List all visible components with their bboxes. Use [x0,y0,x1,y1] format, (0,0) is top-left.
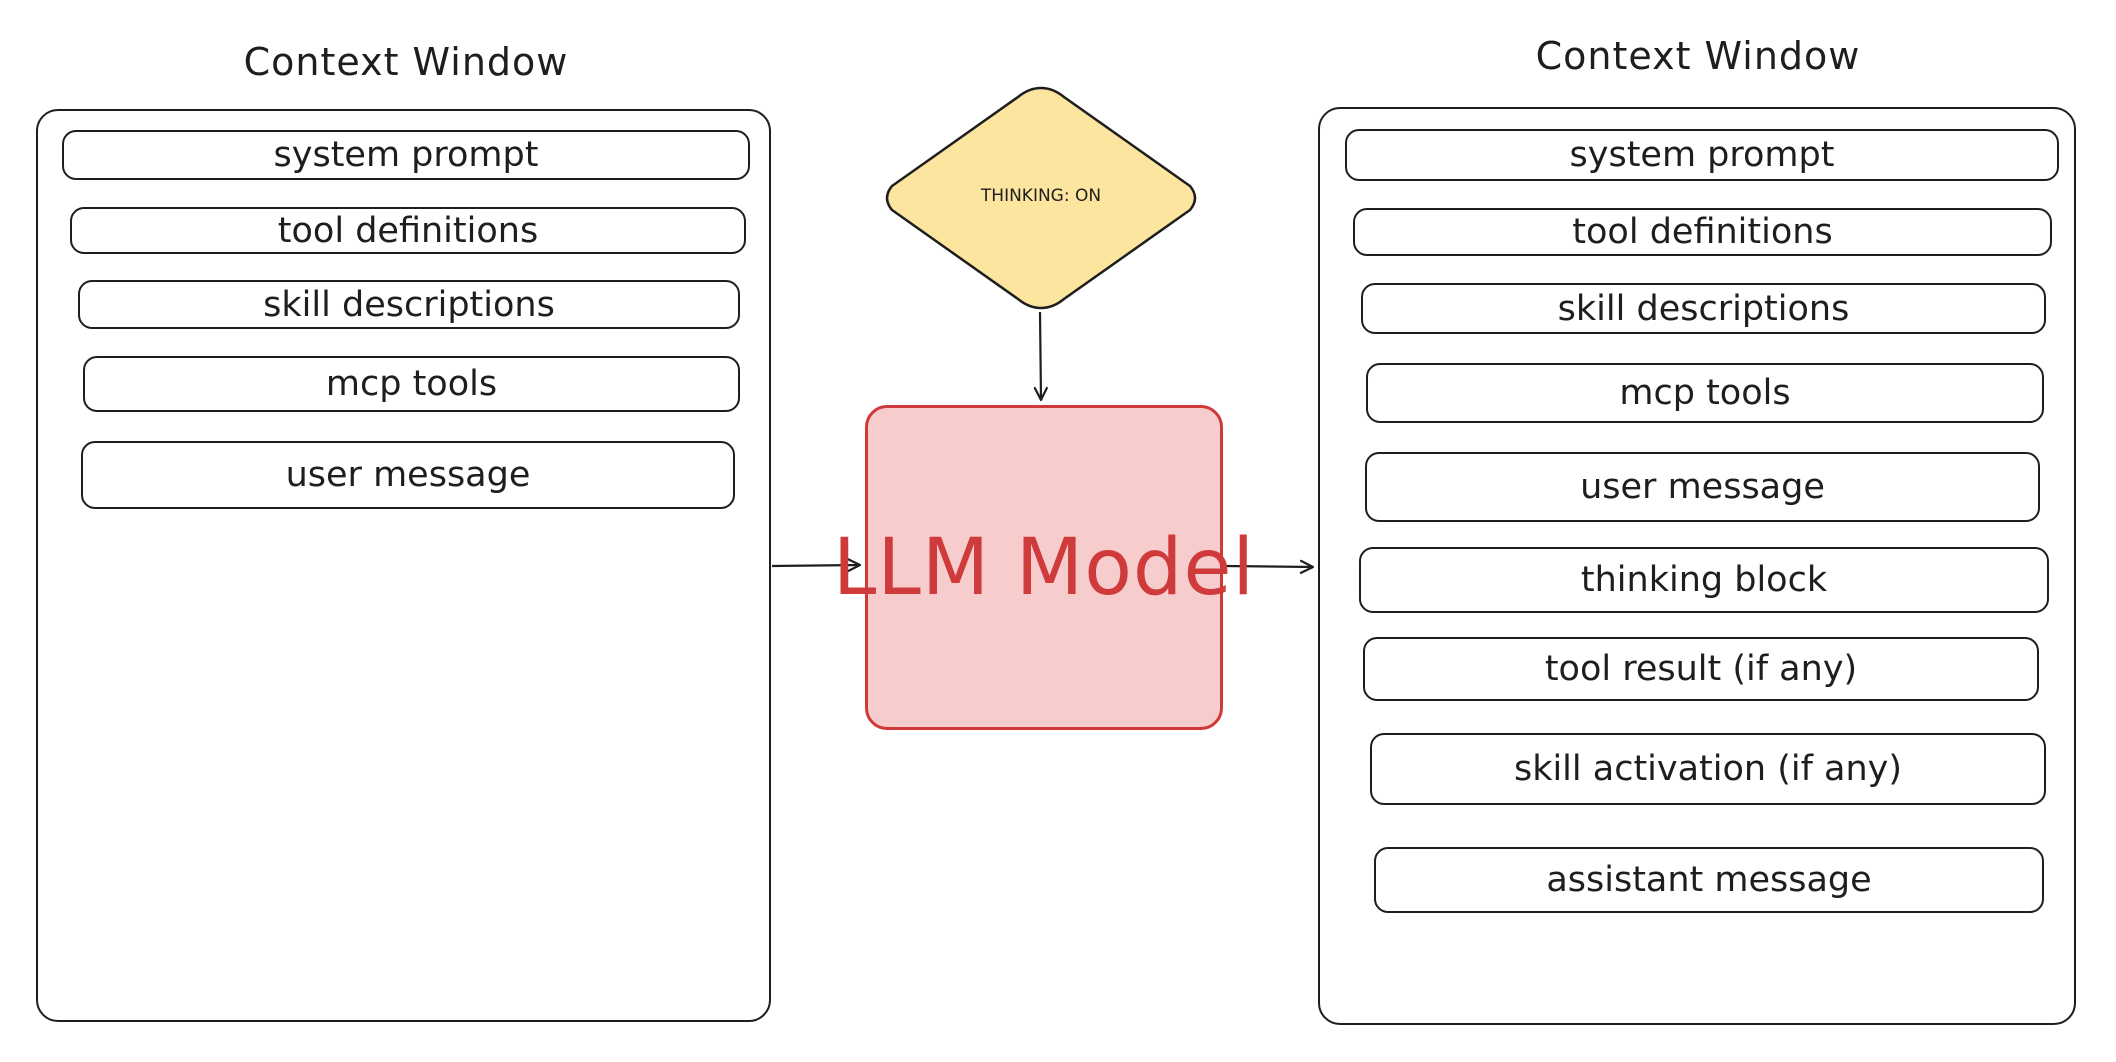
input-item-tool-definitions: tool definitions [70,207,746,254]
model-to-output-arrow [1224,559,1315,574]
output-item-label: skill descriptions [1557,288,1850,329]
output-item-label: system prompt [1569,135,1835,175]
output-item-label: assistant message [1546,860,1872,900]
output-item-skill-descriptions: skill descriptions [1361,283,2046,334]
input-item-skill-descriptions: skill descriptions [78,280,740,329]
input-context-window: system prompt tool definitions skill des… [36,109,771,1022]
output-item-label: thinking block [1580,560,1828,600]
output-item-tool-result: tool result (if any) [1363,637,2039,701]
input-item-label: user message [285,455,531,495]
output-window-title: Context Window [1535,34,1861,78]
input-item-label: mcp tools [325,364,498,404]
llm-model-box: LLM Model [833,405,1254,730]
output-item-label: mcp tools [1619,373,1791,413]
input-item-label: skill descriptions [263,284,555,325]
input-item-system-prompt: system prompt [62,130,750,180]
output-item-skill-activation: skill activation (if any) [1370,733,2046,805]
output-item-label: skill activation (if any) [1513,749,1903,789]
thinking-to-model-arrow [1033,311,1048,402]
thinking-diamond [885,86,1197,310]
output-item-mcp-tools: mcp tools [1366,363,2044,423]
input-item-user-message: user message [81,441,735,509]
output-item-label: tool result (if any) [1544,649,1858,689]
thinking-label: THINKING: ON [980,186,1102,206]
input-to-model-arrow [771,558,862,573]
input-item-label: tool definitions [277,210,539,251]
input-item-mcp-tools: mcp tools [83,356,740,412]
output-item-user-message: user message [1365,452,2040,522]
output-item-thinking-block: thinking block [1359,547,2049,613]
llm-model-label: LLM Model [832,522,1256,613]
output-item-system-prompt: system prompt [1345,129,2059,181]
output-item-tool-definitions: tool definitions [1353,208,2052,256]
output-item-label: tool definitions [1572,212,1833,252]
input-window-title: Context Window [243,40,569,84]
output-context-window: system prompt tool definitions skill des… [1318,107,2076,1025]
input-item-label: system prompt [273,135,539,175]
output-item-assistant-message: assistant message [1374,847,2044,913]
output-item-label: user message [1580,467,1825,507]
